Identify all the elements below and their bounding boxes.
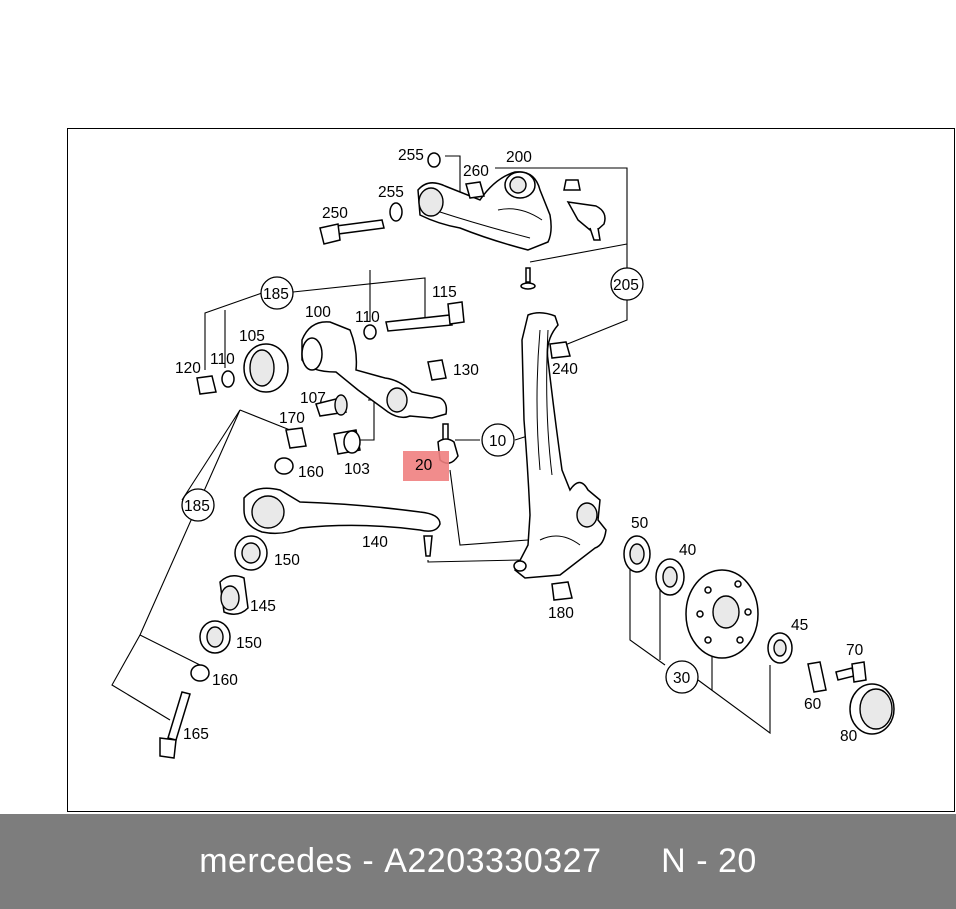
- label-107: 107: [300, 390, 326, 407]
- label-150-top: 150: [274, 552, 300, 569]
- label-150-bottom: 150: [236, 635, 262, 652]
- footer-caption: mercedes - A2203330327 N - 20: [0, 814, 956, 909]
- label-80: 80: [840, 728, 858, 745]
- label-205: 205: [613, 277, 639, 294]
- hub-assembly: [623, 535, 895, 735]
- bushing-stack: [159, 535, 268, 759]
- footer-part-number: A2203330327: [384, 842, 602, 880]
- label-50: 50: [631, 515, 649, 532]
- label-260: 260: [463, 163, 489, 180]
- parts-diagram: 255 260 200 255 250 185 110 115 100 105 …: [111, 147, 895, 759]
- label-185-top: 185: [263, 286, 289, 303]
- tension-strut-140: [243, 487, 441, 557]
- label-120: 120: [175, 360, 201, 377]
- label-20: 20: [415, 457, 433, 474]
- label-185-bottom: 185: [184, 498, 210, 515]
- footer-position-prefix: N: [661, 842, 687, 880]
- label-103: 103: [344, 461, 370, 478]
- callout-circles: [181, 267, 699, 694]
- label-70: 70: [846, 642, 864, 659]
- label-140: 140: [362, 534, 388, 551]
- label-145: 145: [250, 598, 276, 615]
- label-30: 30: [673, 670, 691, 687]
- label-10: 10: [489, 433, 507, 450]
- label-105: 105: [239, 328, 265, 345]
- highlight-box: [403, 451, 449, 481]
- footer-separator: -: [362, 842, 375, 880]
- steering-knuckle: [513, 312, 607, 601]
- label-255-mid: 255: [378, 184, 404, 201]
- label-180: 180: [548, 605, 574, 622]
- label-160-top: 160: [298, 464, 324, 481]
- footer-brand: mercedes: [199, 842, 353, 880]
- label-115: 115: [432, 284, 457, 301]
- label-45: 45: [791, 617, 808, 634]
- label-100: 100: [305, 304, 331, 321]
- label-250: 250: [322, 205, 348, 222]
- label-110-left: 110: [210, 351, 235, 368]
- part-labels: 255 260 200 255 250 185 110 115 100 105 …: [175, 147, 864, 745]
- label-240: 240: [552, 361, 578, 378]
- label-165: 165: [183, 726, 209, 743]
- label-170: 170: [279, 410, 305, 427]
- footer-position-separator: -: [696, 842, 709, 880]
- label-60: 60: [804, 696, 822, 713]
- upper-control-arm: [319, 152, 606, 290]
- label-110-top: 110: [355, 309, 380, 326]
- label-255-top: 255: [398, 147, 424, 164]
- footer-position-value: 20: [717, 842, 757, 880]
- label-200: 200: [506, 149, 532, 166]
- footer-bar: mercedes - A2203330327 N - 20: [0, 814, 956, 909]
- label-160-bottom: 160: [212, 672, 238, 689]
- label-40: 40: [679, 542, 697, 559]
- label-130: 130: [453, 362, 479, 379]
- lower-arm-100: [196, 301, 465, 475]
